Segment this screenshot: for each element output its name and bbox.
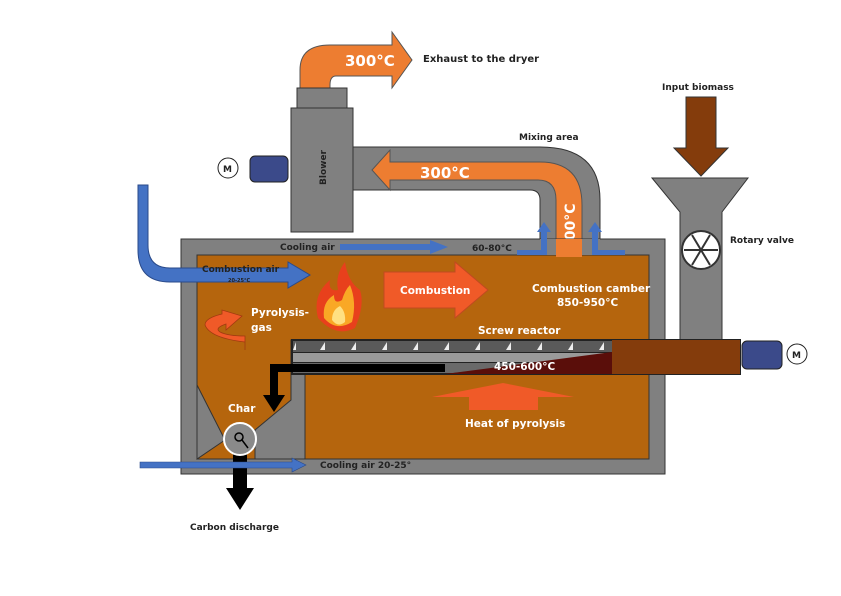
reactor-temp: 450-600°C (494, 361, 555, 373)
carbon-discharge-label: Carbon discharge (190, 523, 279, 533)
cooling-air-bottom-arrow (139, 457, 307, 473)
carbon-discharge-shaft (233, 450, 247, 490)
rotary-valve-blades (684, 234, 718, 266)
air-riser-right (588, 222, 625, 255)
exhaust-label: Exhaust to the dryer (423, 54, 539, 65)
combustion-chamber-temp: 850-950°C (557, 297, 618, 309)
pyrolysis-gas-label: Pyrolysis- (251, 307, 309, 319)
exhaust-arrow: 300°C (299, 30, 413, 91)
char-valve-knob (234, 432, 244, 442)
heat-arrow (432, 383, 574, 410)
blower-neck (296, 87, 348, 109)
mixing-area-label: Mixing area (519, 133, 579, 143)
biomass-arrow (672, 96, 730, 177)
air-riser-left (517, 222, 551, 255)
reactor-motor-label: M (792, 351, 801, 361)
combustion-air-pipe (137, 184, 311, 289)
screw-flights (293, 342, 604, 350)
cooling-air-arrow (340, 240, 448, 254)
blower-label: Blower (319, 149, 329, 185)
flame-icon (316, 262, 362, 332)
carbon-discharge-arrow (226, 488, 254, 510)
blower (290, 107, 354, 233)
return-temp: 300°C (420, 164, 470, 182)
screw-reactor-label: Screw reactor (478, 325, 561, 337)
combustion-arrow (383, 260, 489, 320)
reactor-motor (741, 340, 783, 370)
combustion-air-label: Combustion air (202, 265, 280, 275)
combustion-air-temp: 20-25°C (228, 278, 250, 284)
combustion-label: Combustion (400, 285, 470, 297)
cooling-air-bottom-label: Cooling air 20-25° (320, 461, 411, 471)
hot-gas-arrow (371, 148, 583, 256)
combustion-chamber-label: Combustion camber (532, 283, 651, 295)
riser-duct (556, 239, 582, 257)
cooling-air-top-label: Cooling air (280, 243, 335, 253)
riser-temp: 300°C (563, 204, 579, 251)
blower-motor (249, 155, 289, 183)
char-label: Char (228, 403, 256, 415)
reactor-motor-icon (786, 343, 808, 365)
pyrolysis-gas-label-2: gas (251, 322, 272, 334)
char-hopper-wall (196, 384, 226, 460)
cooling-temp-top: 60-80°C (472, 244, 512, 254)
input-biomass-label: Input biomass (662, 83, 734, 93)
pyrolysis-gas-arrow (204, 309, 246, 350)
char-flow-arrow (263, 364, 445, 412)
motor-label: M (223, 165, 232, 175)
rotary-valve-label: Rotary valve (730, 236, 794, 246)
char-valve-icon (223, 422, 257, 456)
motor-icon (217, 157, 239, 179)
heat-of-pyrolysis-label: Heat of pyrolysis (465, 418, 565, 430)
char-valve-handle (241, 439, 249, 449)
exhaust-temp: 300°C (345, 52, 395, 70)
